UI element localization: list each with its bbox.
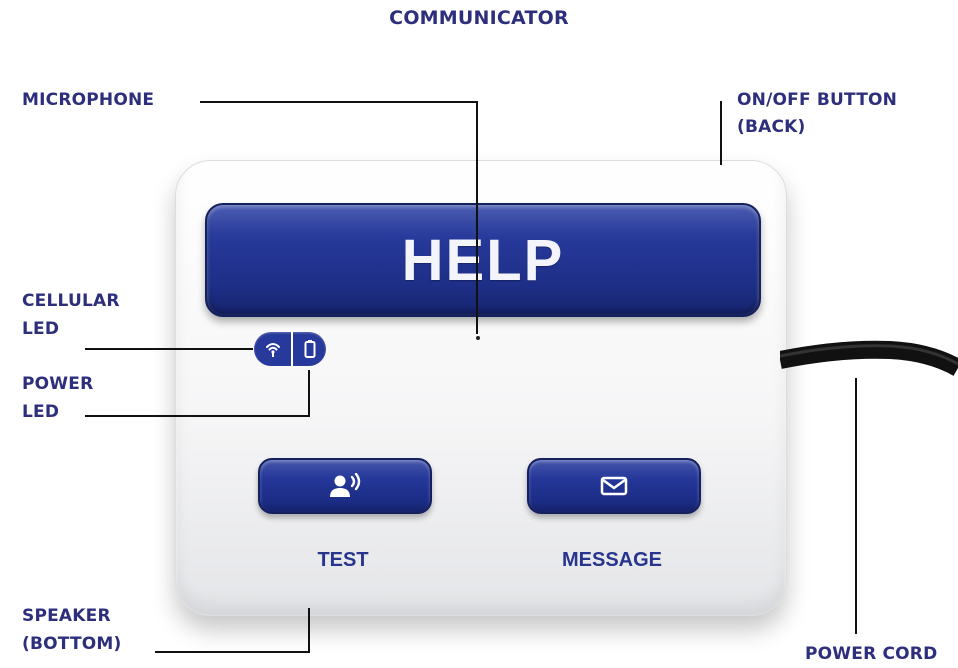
power-led-label-line1: POWER (22, 374, 94, 394)
led-divider (291, 332, 293, 366)
microphone-leader-vertical (476, 101, 478, 334)
status-led-group (254, 332, 326, 366)
speaking-person-icon (330, 473, 361, 497)
power-led-leader-horizontal (85, 415, 310, 417)
message-button[interactable] (527, 458, 701, 514)
diagram-title: COMMUNICATOR (389, 7, 569, 29)
battery-icon (304, 340, 315, 358)
onoff-leader (720, 101, 722, 165)
power-led-leader-vertical (308, 370, 310, 417)
speaker-leader-vertical (308, 608, 310, 653)
microphone-leader-horizontal (200, 101, 477, 103)
signal-icon (265, 343, 280, 357)
envelope-icon (600, 476, 628, 496)
speaker-label-line2: (BOTTOM) (22, 634, 122, 654)
test-button[interactable] (258, 458, 432, 514)
cellular-led-label-line1: CELLULAR (22, 291, 120, 311)
message-button-caption: MESSAGE (561, 549, 663, 571)
help-button-label: HELP (401, 227, 565, 293)
microphone-hole (476, 336, 480, 340)
communicator-device: HELP TEST MESSAGE (175, 160, 787, 616)
cellular-led-leader (85, 348, 253, 350)
microphone-label: MICROPHONE (22, 90, 155, 110)
power-cord-leader (855, 378, 857, 634)
speaker-leader-horizontal (155, 651, 310, 653)
help-button[interactable]: HELP (205, 203, 761, 317)
power-led-label-line2: LED (22, 402, 60, 422)
power-cord (780, 340, 958, 376)
power-cord-label: POWER CORD (805, 644, 938, 664)
speaker-label-line1: SPEAKER (22, 606, 111, 626)
cellular-led-label-line2: LED (22, 319, 60, 339)
onoff-button-label-line1: ON/OFF BUTTON (737, 90, 898, 110)
onoff-button-label-line2: (BACK) (737, 117, 806, 137)
test-button-caption: TEST (317, 549, 369, 571)
